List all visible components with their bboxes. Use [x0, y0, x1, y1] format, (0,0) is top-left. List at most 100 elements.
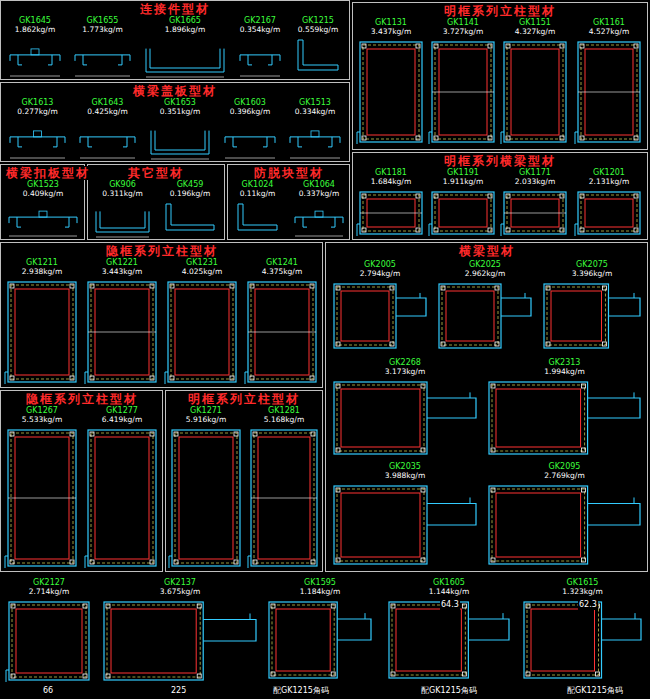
profile-code: GK1024 [230, 180, 285, 189]
profile-item: GK15951.184kg/m [265, 578, 375, 682]
section-hatch [527, 605, 599, 675]
profile-item: GK11514.327kg/m [500, 18, 570, 146]
corner-rib [150, 376, 154, 380]
rib [31, 49, 39, 55]
outer-wall [248, 282, 316, 382]
corner-rib [83, 674, 87, 678]
outer-wall [432, 42, 494, 142]
outer-wall [360, 42, 422, 142]
hook [470, 392, 471, 398]
channel-profile [146, 49, 224, 72]
note-text: 配GK1215角码 [272, 686, 330, 696]
profile-section [247, 426, 321, 570]
cover-profile [295, 217, 343, 227]
profile-item: GK12150.559kg/m [290, 16, 346, 78]
corner-rib [336, 384, 340, 388]
profile-section [330, 482, 480, 568]
inner-wall [367, 49, 415, 135]
profile-weight: 3.173kg/m [330, 367, 480, 376]
centre-line [432, 92, 494, 93]
section-panel: 明框系列横梁型材GK11811.684kg/mGK11911.911kg/mGK… [352, 152, 648, 240]
profile-weight: 0.11kg/m [230, 189, 285, 198]
profile-code: GK1655 [70, 16, 135, 25]
rib [315, 211, 323, 217]
glass-lip [501, 224, 504, 236]
corner-rib [416, 228, 420, 232]
dimension-text: 64.3 [440, 600, 460, 610]
inner-wall [175, 289, 229, 375]
profile-section [5, 598, 93, 684]
profile-section [244, 278, 320, 386]
rib [39, 211, 47, 217]
inner-wall [341, 389, 420, 447]
glass-lip [357, 224, 360, 236]
profile-section [428, 38, 498, 146]
hook [635, 613, 636, 619]
glass-lip [245, 372, 248, 384]
corner-rib [506, 136, 510, 140]
profile-item: GK16130.277kg/m [5, 98, 70, 160]
profile-weight: 2.938kg/m [4, 267, 80, 276]
section-hatch [12, 605, 86, 677]
corner-rib [90, 432, 94, 436]
corner-rib [250, 376, 254, 380]
profile-item: GK12112.938kg/m [4, 258, 80, 386]
profile-code: GK2268 [330, 358, 480, 367]
profile-item: GK11712.033kg/m [500, 168, 570, 238]
profile-section [356, 38, 426, 146]
profile-code: GK1513 [285, 98, 345, 107]
angle-profile [298, 40, 338, 70]
flange [203, 620, 256, 642]
profile-section [574, 38, 644, 146]
profile-code: GK1281 [247, 406, 321, 415]
profile-section [145, 118, 215, 160]
corner-rib [506, 194, 510, 198]
corner-rib [10, 376, 14, 380]
hook [503, 613, 504, 619]
inner-wall [446, 291, 494, 341]
corner-rib [434, 44, 438, 48]
profile-weight: 0.354kg/m [235, 25, 285, 34]
section-panel: 连接件型材GK16451.862kg/mGK16551.773kg/mGK166… [0, 0, 350, 80]
section-hatch [392, 605, 465, 675]
outer-wall [88, 430, 156, 566]
section-panel: 横梁盖板型材GK16130.277kg/mGK16430.425kg/mGK16… [0, 82, 350, 162]
profile-item: GK12675.533kg/m [4, 406, 80, 570]
profile-section [235, 36, 285, 78]
profile-code: GK1645 [5, 16, 65, 25]
corner-rib [421, 558, 425, 562]
profile-weight: 0.311kg/m [90, 189, 155, 198]
corner-rib [560, 44, 564, 48]
corner-rib [582, 448, 586, 452]
profile-item: GK12414.375kg/m [244, 258, 320, 386]
profile-weight: 2.131kg/m [574, 177, 644, 186]
inner-wall [111, 609, 196, 673]
profile-section [90, 200, 155, 238]
corner-rib [491, 448, 495, 452]
section-title: 横梁扣板型材 [1, 166, 95, 180]
corner-rib [10, 560, 14, 564]
dimension-line [146, 77, 224, 78]
profile-item: GK12715.916kg/m [168, 406, 244, 570]
profile-weight: 4.527kg/m [574, 27, 644, 36]
outer-wall [489, 486, 588, 564]
profile-weight: 1.323kg/m [520, 587, 645, 596]
corner-rib [488, 136, 492, 140]
profile-section [428, 188, 498, 238]
corner-rib [488, 228, 492, 232]
dimension-line [80, 158, 135, 159]
profile-item: GK21373.675kg/m [100, 578, 260, 684]
corner-rib [106, 674, 110, 678]
hook [525, 293, 526, 298]
hook [365, 613, 366, 619]
outer-wall [389, 602, 468, 678]
section-hatch [11, 285, 73, 379]
outer-wall [504, 42, 566, 142]
cover-profile [10, 137, 65, 147]
profile-item: GK20952.769kg/m [485, 462, 644, 568]
corner-rib [391, 604, 395, 608]
corner-rib [596, 672, 600, 676]
profile-code: GK1201 [574, 168, 644, 177]
profile-weight: 1.911kg/m [428, 177, 498, 186]
